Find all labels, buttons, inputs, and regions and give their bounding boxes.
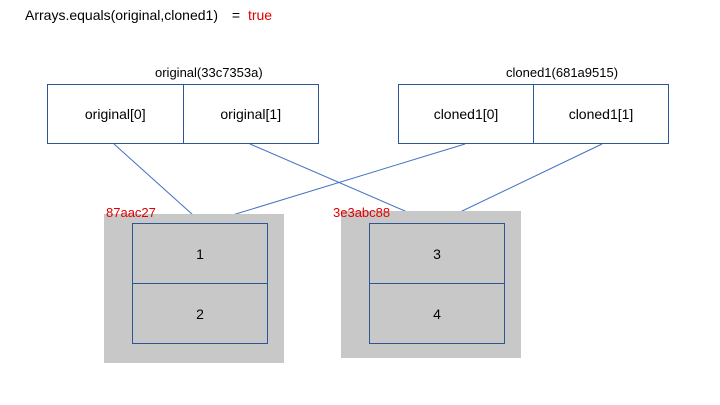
original-array: original[0] original[1]: [47, 84, 319, 144]
heap-left-value-1: 2: [133, 283, 267, 343]
original-cell-1: original[1]: [182, 85, 319, 143]
equals-sign: =: [231, 7, 241, 23]
arrow-cloned1-to-3e3abc88: [434, 143, 603, 225]
equality-expression: Arrays.equals(original,cloned1) = true: [25, 7, 272, 23]
heap-object-right: [341, 211, 521, 358]
heap-object-left-address: 87aac27: [106, 205, 156, 220]
heap-object-right-values: 3 4: [369, 223, 505, 344]
expression-text: Arrays.equals(original,cloned1): [25, 7, 218, 23]
arrow-cloned0-to-87aac27: [202, 143, 466, 226]
cloned1-cell-1: cloned1[1]: [533, 85, 668, 143]
heap-object-right-address: 3e3abc88: [333, 205, 391, 220]
original-array-title: original(33c7353a): [155, 65, 263, 80]
heap-left-value-0: 1: [196, 245, 204, 262]
original-cell-0: original[0]: [84, 106, 146, 122]
cloned1-array-title: cloned1(681a9515): [506, 65, 619, 80]
arrow-original1-to-3e3abc88: [249, 143, 436, 225]
arrow-original0-to-87aac27: [113, 143, 204, 225]
heap-object-left-values: 1 2: [132, 223, 268, 344]
cloned1-cell-0: cloned1[0]: [433, 106, 499, 122]
cloned1-array: cloned1[0] cloned1[1]: [398, 84, 669, 144]
heap-right-value-1: 4: [370, 283, 504, 343]
heap-object-left: [104, 214, 284, 363]
heap-right-value-0: 3: [433, 245, 441, 262]
expression-result: true: [247, 7, 273, 23]
